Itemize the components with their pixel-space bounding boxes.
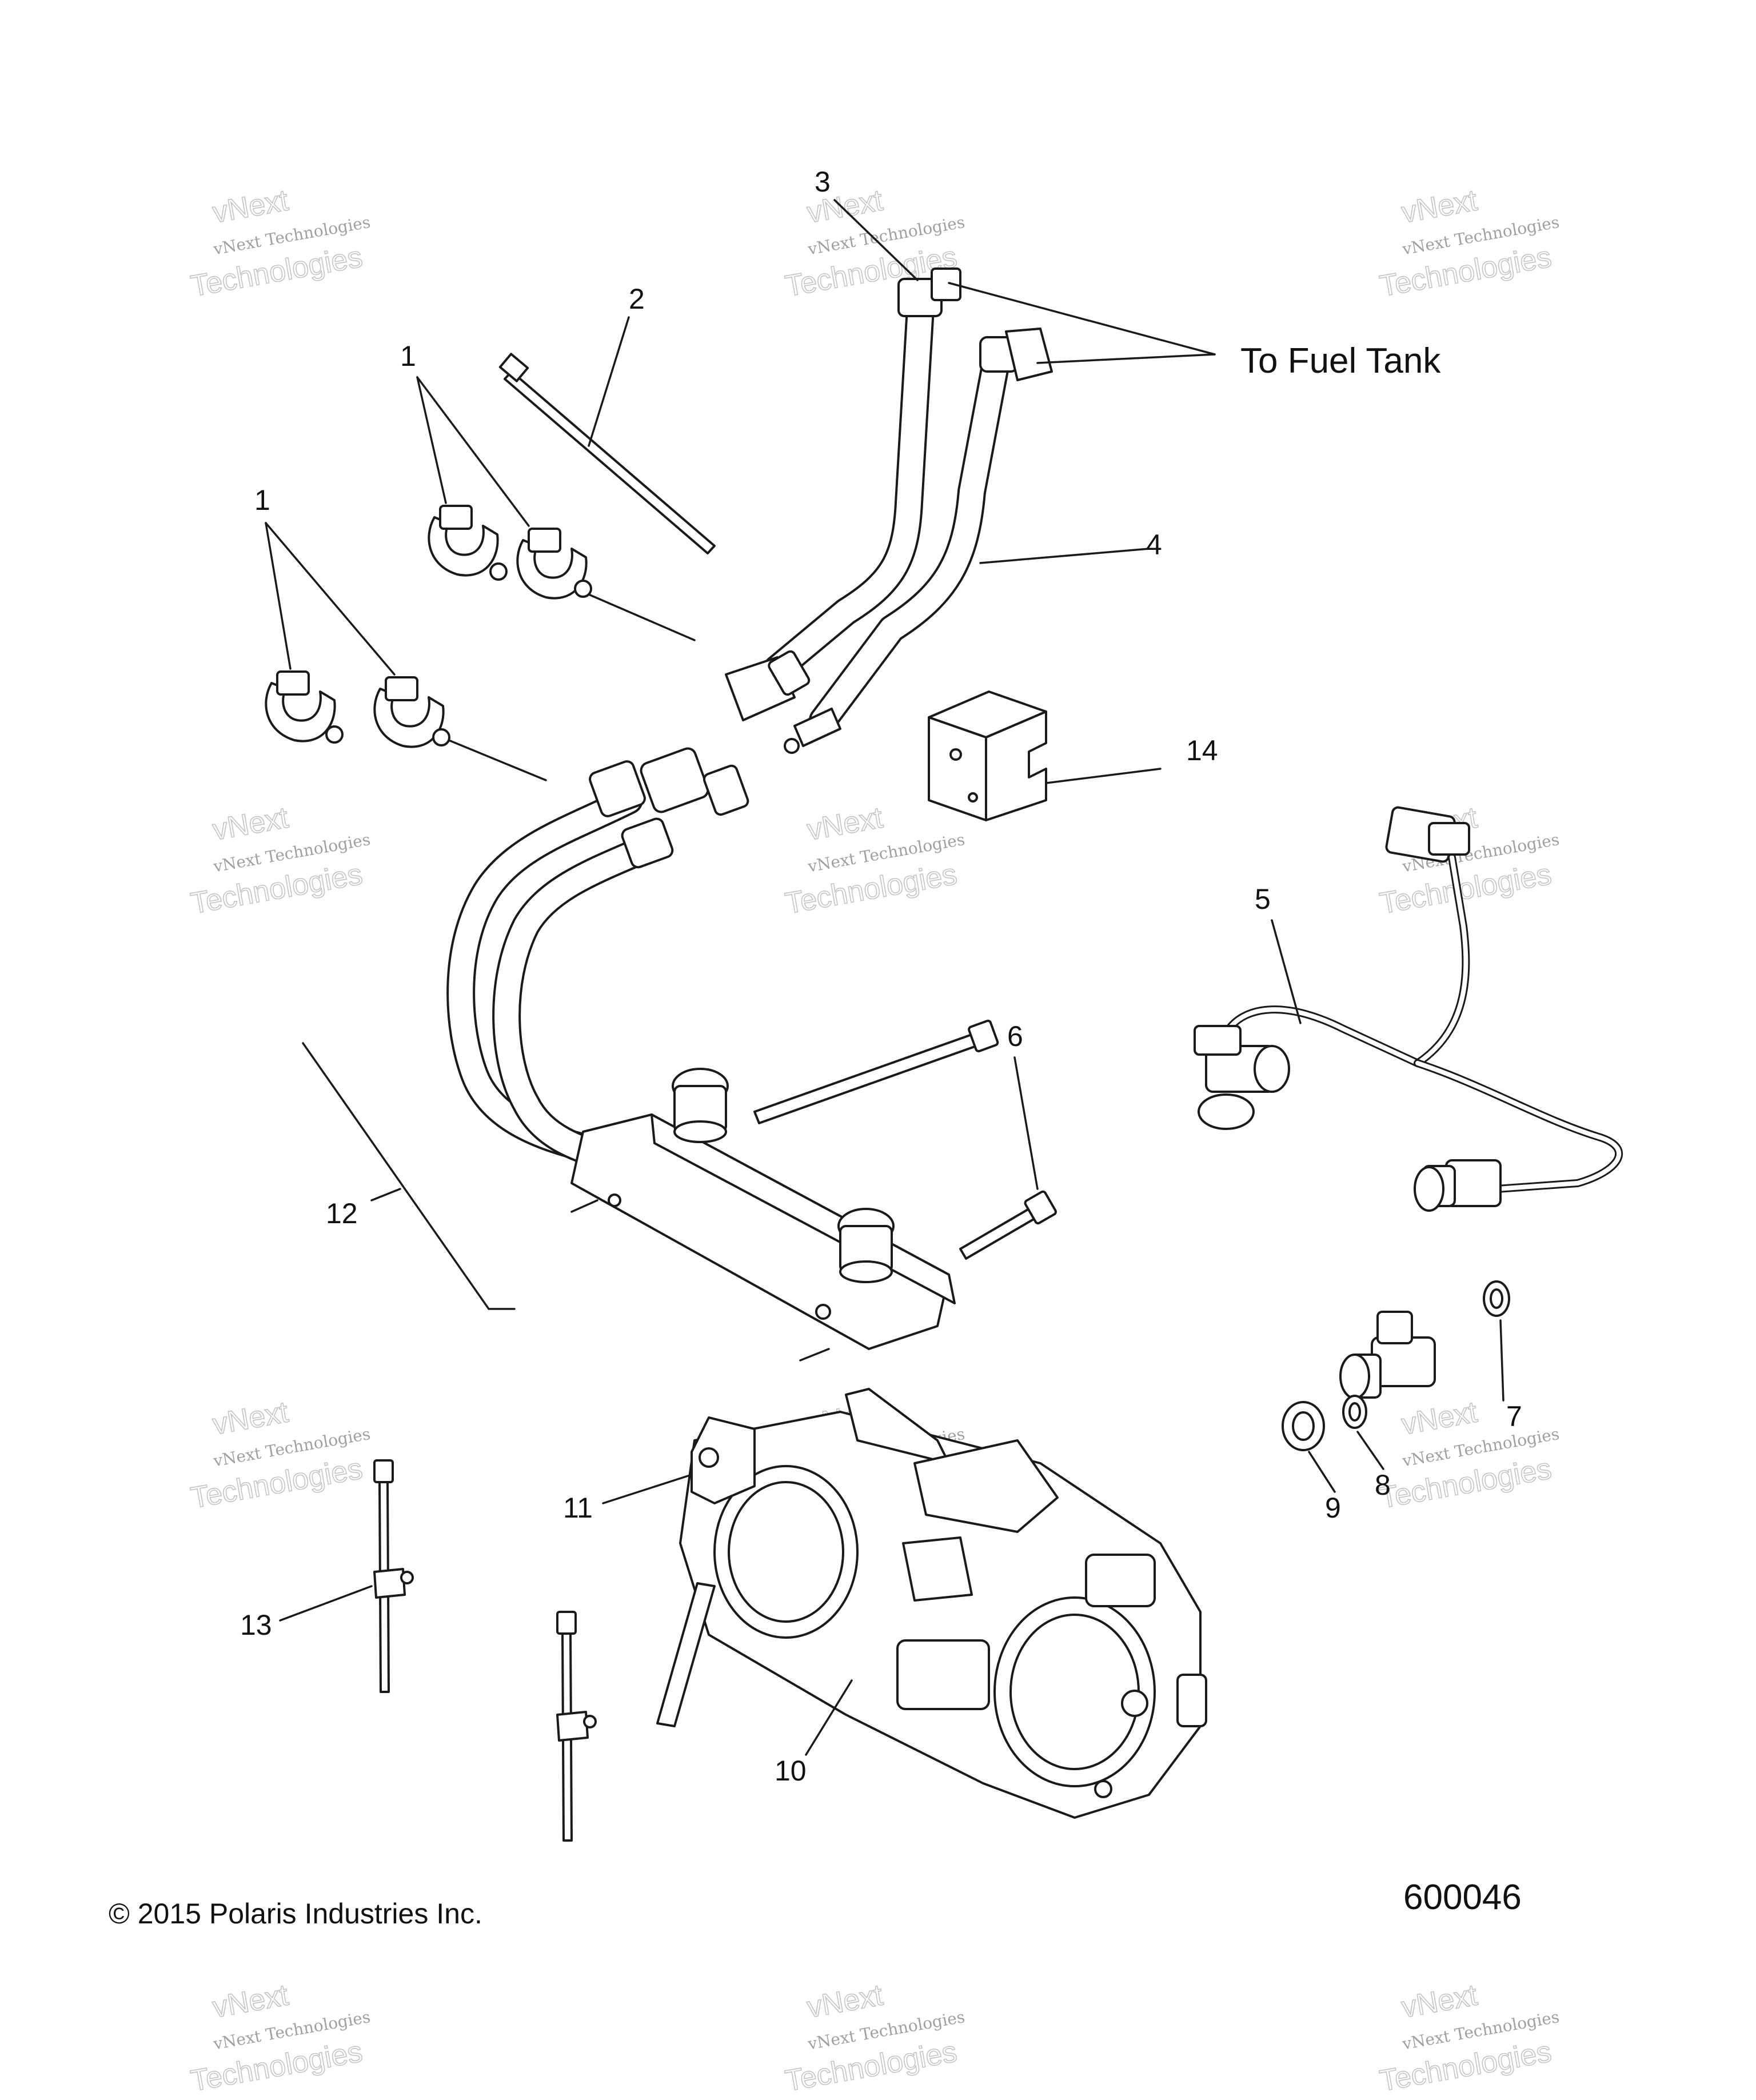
- part-7-o-ring: [1483, 1280, 1510, 1317]
- callout-11: 11: [563, 1492, 593, 1524]
- watermark: vNext vNext Technologies Technologies: [1377, 183, 1561, 304]
- part-6-bolt: [753, 1019, 999, 1124]
- callout-1: 1: [400, 340, 416, 372]
- part-4-fuel-hose: [784, 328, 1053, 754]
- callout-8: 8: [1375, 1469, 1391, 1501]
- leader-4: [979, 548, 1150, 564]
- leader-to-tank-upper: [948, 282, 1216, 356]
- part-1-hose-clip: [428, 505, 508, 581]
- callout-7: 7: [1506, 1400, 1522, 1432]
- watermark: vNext vNext Technologies Technologies: [783, 801, 967, 921]
- watermark: vNext vNext Technologies Technologies: [188, 801, 372, 921]
- callout-5: 5: [1255, 883, 1271, 915]
- callout-10: 10: [775, 1755, 807, 1787]
- copyright-notice: © 2015 Polaris Industries Inc.: [109, 1898, 482, 1930]
- watermark-vnext: vNext: [1399, 1978, 1480, 2024]
- leader-1-lower-a: [265, 522, 292, 670]
- leader-1-clip-to-hose-upper: [588, 593, 696, 641]
- part-1-hose-clip: [516, 528, 592, 600]
- callout-9: 9: [1325, 1492, 1341, 1524]
- part-13-cable-tie: [556, 1611, 597, 1842]
- part-8-o-ring: [1342, 1395, 1367, 1429]
- watermark-vnext: vNext: [210, 1395, 292, 1441]
- part-9-seal: [1282, 1401, 1325, 1451]
- leader-to-tank-lower: [1036, 353, 1216, 364]
- leader-12-bracket: [302, 1042, 516, 1310]
- callout-6: 6: [1007, 1020, 1023, 1052]
- leader-9: [1308, 1451, 1336, 1493]
- leader-lines: [265, 199, 1504, 1756]
- loose-fuel-injector: [1339, 1311, 1436, 1399]
- watermark-layer: vNext vNext Technologies Technologies vN…: [188, 183, 1561, 2098]
- leader-8: [1356, 1431, 1384, 1470]
- callout-13: 13: [240, 1609, 272, 1641]
- to-fuel-tank-label: To Fuel Tank: [1240, 341, 1441, 381]
- callout-3: 3: [815, 166, 831, 198]
- watermark: vNext vNext Technologies Technologies: [188, 1978, 372, 2098]
- leader-10: [805, 1679, 853, 1756]
- callout-labels: 1 1 2 3 4 5 6 7 8 9 10 11 12 13 14 To Fu…: [240, 166, 1522, 1787]
- leader-1-clip-to-hose-lower: [448, 739, 547, 781]
- part-6-bolt: [959, 1190, 1057, 1260]
- leader-2: [588, 316, 630, 447]
- watermark-vnext: vNext: [1399, 183, 1480, 229]
- leader-11: [602, 1474, 693, 1504]
- part-12-fuel-hose-assembly: [446, 747, 956, 1362]
- part-3-fuel-hose: [725, 268, 961, 721]
- callout-1: 1: [254, 484, 270, 516]
- watermark: vNext vNext Technologies Technologies: [783, 1978, 967, 2098]
- watermark: vNext vNext Technologies Technologies: [188, 183, 372, 304]
- part-1-hose-clip: [373, 676, 450, 748]
- watermark: vNext vNext Technologies Technologies: [1377, 1978, 1561, 2098]
- part-5-wire-harness: [1194, 806, 1623, 1212]
- leader-1-upper-b: [416, 376, 530, 527]
- leader-13: [279, 1585, 373, 1622]
- part-1-hose-clip: [265, 670, 344, 744]
- callout-4: 4: [1146, 529, 1162, 561]
- callout-2: 2: [629, 283, 645, 315]
- leader-1-lower-b: [265, 522, 396, 676]
- watermark-vnext: vNext: [805, 801, 886, 847]
- watermark-vnext: vNext: [1399, 1395, 1480, 1441]
- callout-14: 14: [1186, 734, 1218, 766]
- leader-12: [370, 1188, 401, 1201]
- callout-12: 12: [326, 1197, 358, 1229]
- leader-14: [1045, 768, 1162, 784]
- part-2-cable-tie: [498, 353, 716, 554]
- watermark-vnext: vNext: [210, 1978, 292, 2024]
- watermark-vnext: vNext: [210, 183, 292, 229]
- leader-7: [1499, 1319, 1504, 1402]
- figure-number: 600046: [1403, 1878, 1522, 1917]
- watermark: vNext vNext Technologies Technologies: [188, 1395, 372, 1515]
- leader-1-upper-a: [416, 376, 447, 504]
- watermark-vnext: vNext: [210, 801, 292, 847]
- watermark: vNext vNext Technologies Technologies: [1377, 1395, 1561, 1515]
- part-14-foam-block: [928, 690, 1047, 821]
- leader-5: [1271, 919, 1302, 1024]
- leader-3: [833, 199, 919, 281]
- watermark-vnext: vNext: [805, 1978, 886, 2024]
- leader-6: [1013, 1056, 1039, 1190]
- part-13-cable-tie: [373, 1459, 414, 1693]
- part-11-throttle-position-sensor: [656, 1416, 756, 1727]
- part-10-throttle-body: [679, 1388, 1207, 1819]
